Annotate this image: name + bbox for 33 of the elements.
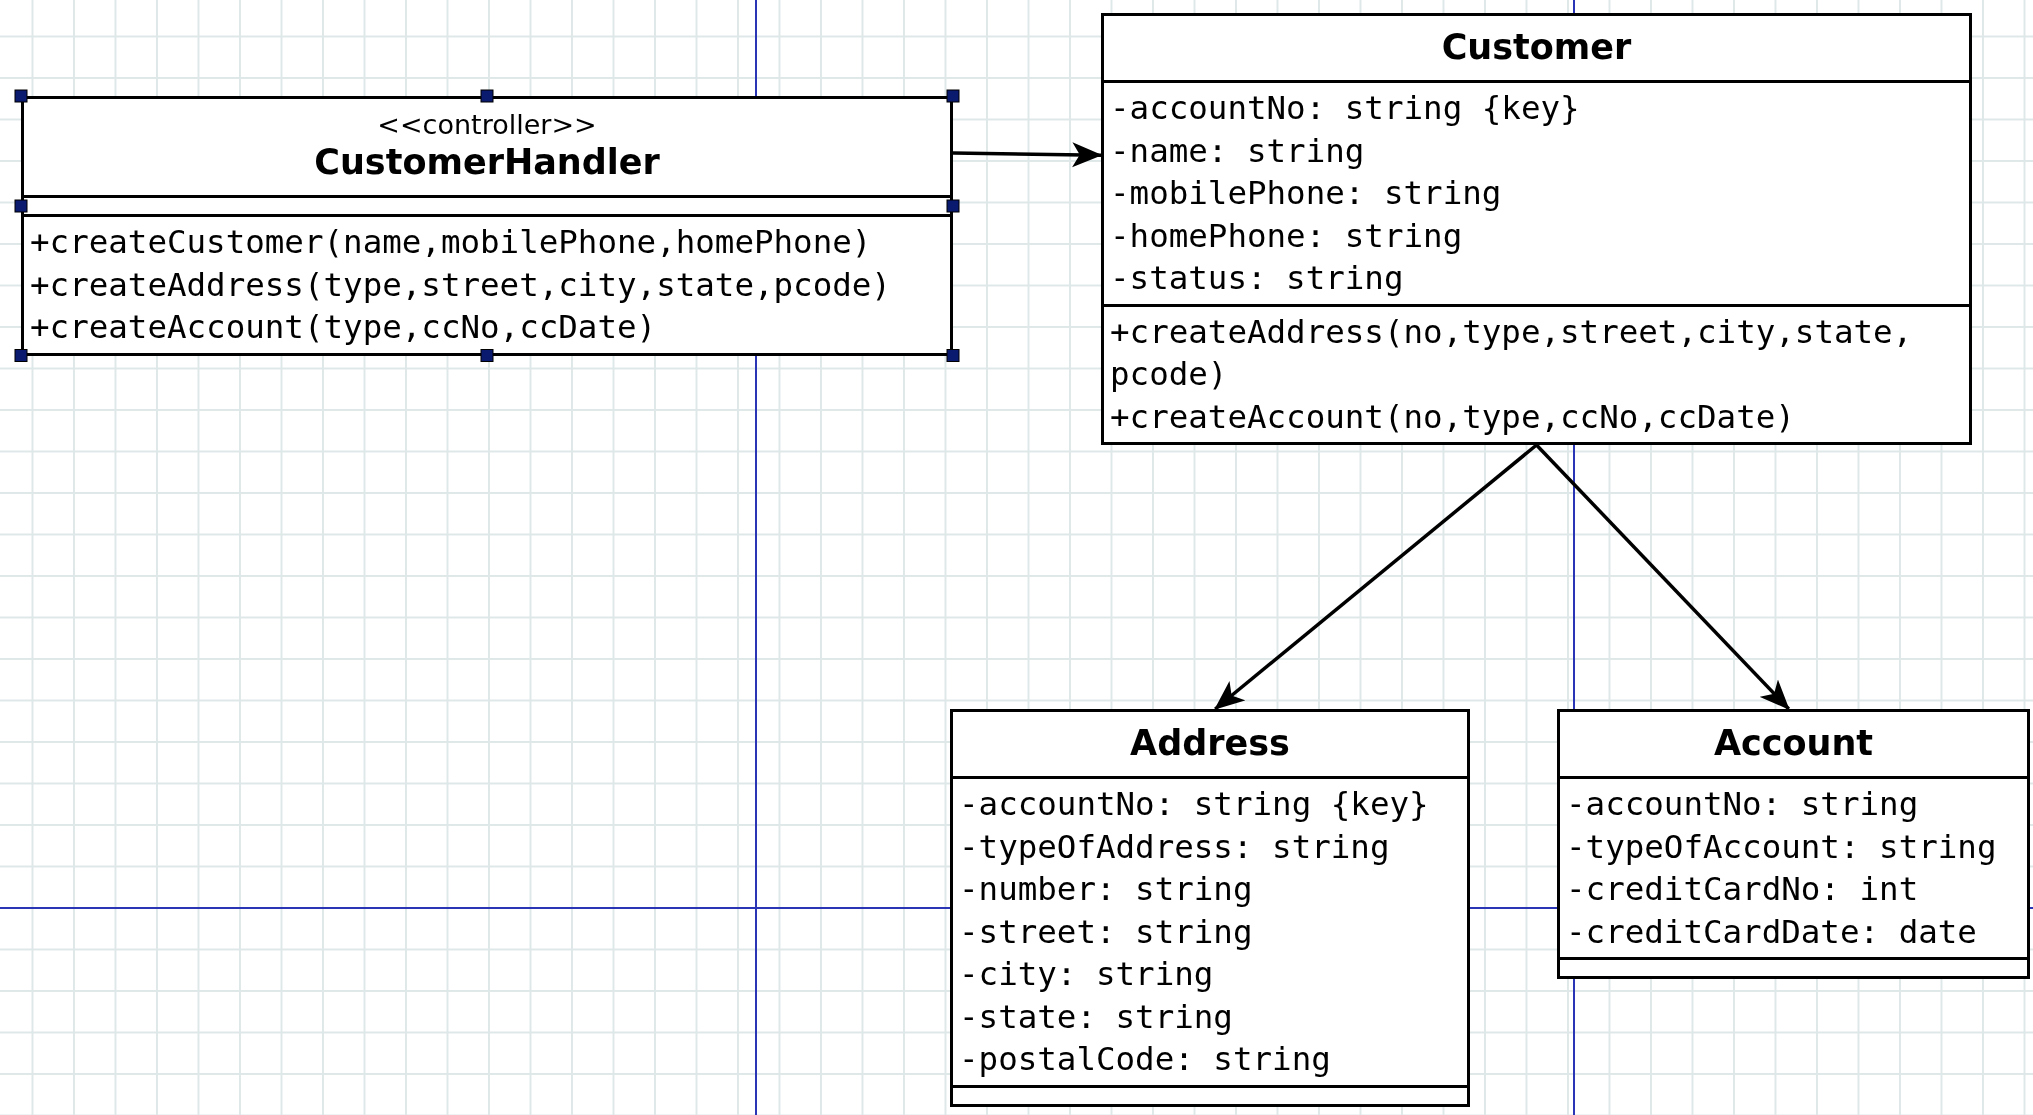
attribute-text: -mobilePhone: string — [1110, 173, 1503, 214]
attribute-text: -accountNo: string {key} — [959, 784, 1430, 825]
attribute-text: -street: string — [959, 911, 1254, 953]
class-box — [1557, 709, 2030, 979]
method-text: +createAddress(type,street,city,state,pcode) — [30, 264, 892, 306]
attribute-text: -state: string — [959, 996, 1234, 1038]
class-name: CustomerHandler — [313, 141, 661, 183]
attribute-text: -creditCardDate: date — [1566, 911, 1978, 953]
attribute-text: -homePhone: string — [1110, 215, 1464, 257]
attribute-text: -status: string — [1110, 258, 1405, 299]
method-text: +createAccount(type,ccNo,ccDate) — [30, 307, 658, 348]
association-arrow — [952, 142, 1103, 168]
method-text: +createAccount(no,type,ccNo,ccDate) — [1110, 396, 1796, 438]
attribute-text: -creditCardNo: int — [1566, 869, 1920, 910]
attribute-text: -name: string — [1110, 130, 1366, 172]
stereotype-label: <<controller>> — [376, 109, 598, 141]
association-arrow — [1535, 443, 1791, 711]
class-name: Account — [1712, 722, 1875, 764]
method-text: +createAddress(no,type,street,city,state, pcode) — [1110, 311, 1914, 395]
attribute-text: -typeOfAccount: string — [1566, 826, 1998, 868]
attribute-text: -accountNo: string {key} — [1110, 88, 1581, 129]
attribute-text: -city: string — [959, 954, 1215, 995]
attribute-text: -accountNo: string — [1566, 784, 1920, 825]
association-arrow — [1214, 443, 1538, 711]
class-name: Customer — [1440, 26, 1633, 68]
attribute-text: -typeOfAddress: string — [959, 826, 1391, 868]
attribute-text: -postalCode: string — [959, 1039, 1332, 1080]
class-box — [21, 96, 953, 356]
class-name: Address — [1129, 722, 1291, 764]
class-box — [950, 709, 1470, 1107]
method-text: +createCustomer(name,mobilePhone,homePhone) — [30, 222, 873, 263]
class-box — [1101, 13, 1972, 445]
attribute-text: -number: string — [959, 869, 1254, 910]
